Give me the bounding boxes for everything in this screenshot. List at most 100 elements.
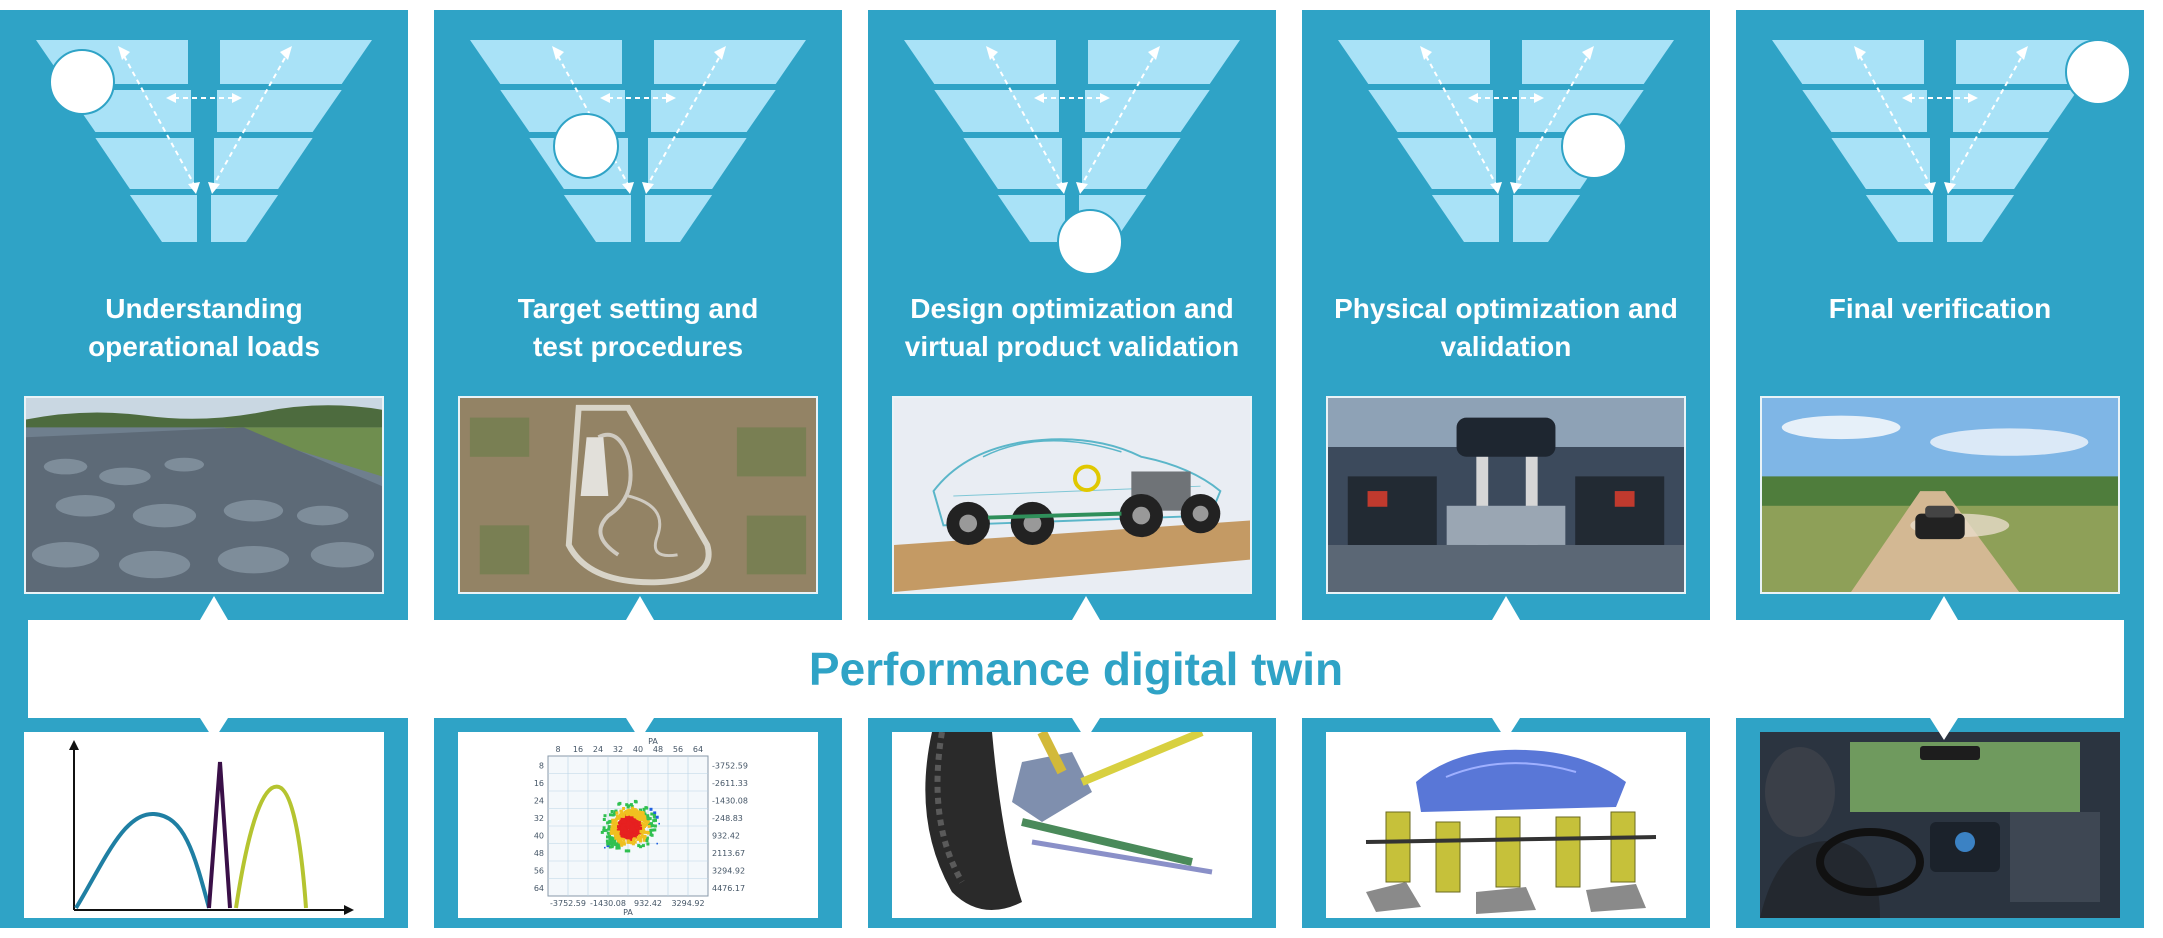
scatter-point xyxy=(656,842,658,845)
scatter-point xyxy=(609,813,612,817)
scatter-point xyxy=(614,809,618,813)
scatter-point xyxy=(632,823,636,827)
scatter-point xyxy=(622,838,626,842)
v-stripe-left xyxy=(129,195,197,242)
scatter-point xyxy=(645,836,649,840)
scatter-point xyxy=(608,832,612,836)
scatter-point xyxy=(636,834,640,838)
connector-arrow xyxy=(1072,718,1100,740)
tick-label-top: 40 xyxy=(633,745,643,754)
scatter-point xyxy=(628,836,632,839)
v-stripe-right xyxy=(1088,40,1240,84)
scatter-point xyxy=(637,812,641,816)
scatter-point xyxy=(627,808,631,812)
tick-label-bottom: 3294.92 xyxy=(671,899,704,908)
scatter-point xyxy=(639,835,643,839)
scatter-point xyxy=(631,842,635,846)
arrowhead xyxy=(1034,93,1044,103)
scatter-point xyxy=(644,820,648,823)
scatter-point xyxy=(630,816,634,820)
v-arrow-up xyxy=(1079,55,1155,189)
scatter-point xyxy=(607,820,611,824)
v-model-diagram xyxy=(0,10,408,285)
scatter-point xyxy=(631,832,635,836)
tick-label-top: 48 xyxy=(653,745,663,754)
connector-arrow xyxy=(1930,596,1958,620)
scatter-point xyxy=(641,811,645,815)
scatter-point xyxy=(600,830,604,834)
scatter-point xyxy=(639,826,643,830)
connector-arrow xyxy=(200,718,228,740)
v-arrow-up xyxy=(1513,55,1589,189)
tick-label-right: 3294.92 xyxy=(712,866,745,875)
v-model-diagram xyxy=(1736,10,2144,285)
scatter-point xyxy=(629,829,633,833)
scatter-point xyxy=(607,825,611,829)
scatter-point xyxy=(606,842,610,846)
scatter-point xyxy=(613,820,617,824)
v-stripe-right xyxy=(1522,40,1674,84)
connector-arrow xyxy=(200,596,228,620)
scatter-point xyxy=(610,825,614,829)
scatter-point xyxy=(620,812,623,816)
scatter-point xyxy=(627,839,631,843)
scatter-point xyxy=(626,825,630,829)
tick-label-top: 16 xyxy=(573,745,583,754)
stage-title: Physical optimization and validation xyxy=(1334,293,1678,362)
scatter-point xyxy=(637,825,641,829)
tick-label-left: 56 xyxy=(534,866,544,875)
scatter-point xyxy=(603,814,607,818)
scatter-point xyxy=(609,840,613,844)
connector-arrow xyxy=(1492,718,1520,740)
scatter-point xyxy=(654,818,657,822)
scatter-point xyxy=(637,821,641,825)
arrowhead xyxy=(1534,93,1544,103)
v-arrow-up xyxy=(211,55,287,189)
arrowhead xyxy=(986,46,998,60)
scatter-point xyxy=(625,810,629,814)
scatter-point xyxy=(602,826,606,830)
scatter-point xyxy=(649,828,653,832)
stage-marker-circle xyxy=(49,49,115,115)
arrowhead xyxy=(1582,46,1594,60)
arrowhead xyxy=(1490,182,1502,194)
scatter-point xyxy=(645,806,649,810)
stage-title: Target setting and test procedures xyxy=(517,293,759,362)
scatter-point xyxy=(645,839,649,843)
tick-label-right: 932.42 xyxy=(712,831,740,840)
scatter-point xyxy=(642,824,646,828)
scatter-point xyxy=(621,812,625,816)
arrowhead xyxy=(280,46,292,60)
arrowhead xyxy=(1076,182,1088,194)
arrowhead xyxy=(208,182,220,194)
scatter-point xyxy=(615,811,619,815)
scatter-point xyxy=(613,831,617,835)
scatter-point xyxy=(640,833,644,837)
scatter-point xyxy=(617,838,621,842)
tick-label-left: 64 xyxy=(534,884,544,893)
scatter-point xyxy=(633,824,637,828)
v-stripe-left xyxy=(563,195,631,242)
scatter-point xyxy=(608,845,612,849)
scatter-point xyxy=(639,808,642,812)
scatter-point xyxy=(604,828,608,832)
scatter-point xyxy=(627,849,631,853)
scatter-point xyxy=(618,801,622,805)
connector-arrow xyxy=(626,718,654,740)
scatter-point xyxy=(616,833,620,836)
scatter-point xyxy=(653,814,656,818)
scatter-point xyxy=(641,844,645,848)
load-spectrum-plot xyxy=(24,732,384,918)
scatter-point xyxy=(627,820,631,824)
axis-unit-bottom: PA xyxy=(623,908,633,917)
scatter-point xyxy=(649,807,653,811)
scatter-point xyxy=(645,830,649,834)
scatter-point xyxy=(610,821,614,825)
scatter-point xyxy=(609,838,613,842)
test-track-aerial-photo xyxy=(458,396,818,594)
scatter-point xyxy=(631,806,635,810)
scatter-point xyxy=(653,824,657,828)
v-stripe-right xyxy=(1950,138,2049,189)
scatter-point xyxy=(623,828,627,832)
scatter-point xyxy=(643,835,647,839)
